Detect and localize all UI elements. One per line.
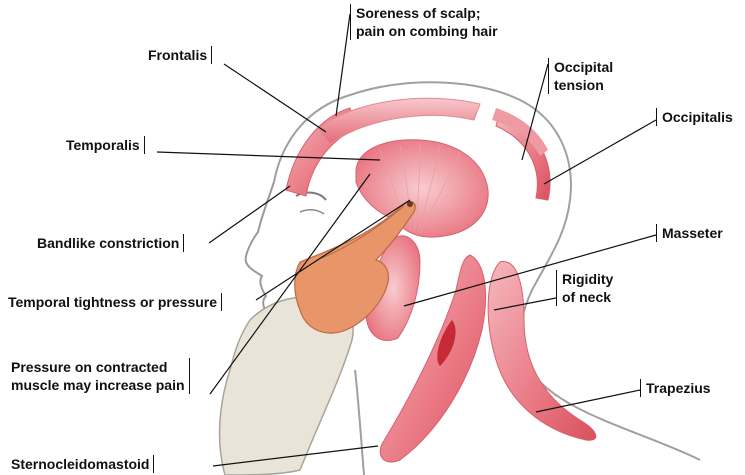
frontalis-text: Frontalis (148, 46, 207, 64)
rigidity-line-2: of neck (562, 288, 613, 306)
frontalis-label: Frontalis (148, 46, 212, 64)
eye (300, 210, 324, 214)
trapezius-text: Trapezius (646, 379, 711, 397)
rigidity-of-neck-label: Rigidity of neck (556, 270, 613, 306)
temporalis-label: Temporalis (66, 136, 145, 154)
pressure-line-1: Pressure on contracted (11, 358, 185, 376)
occipital-tension-line-1: Occipital (554, 58, 613, 76)
occipital-tension-label: Occipital tension (548, 58, 613, 94)
temporalis-text: Temporalis (66, 136, 140, 154)
occipitalis-text: Occipitalis (662, 108, 733, 126)
pressure-line-2: muscle may increase pain (11, 376, 185, 394)
neck-front (355, 370, 364, 475)
bandlike-text: Bandlike constriction (37, 234, 179, 252)
temporal-tightness-text: Temporal tightness or pressure (8, 293, 217, 311)
scalp-band (318, 98, 480, 144)
occipitalis-label: Occipitalis (656, 108, 733, 126)
sternocleidomastoid-label: Sternocleidomastoid (11, 455, 154, 473)
bandlike-constriction-label: Bandlike constriction (37, 234, 184, 252)
soreness-of-scalp-label: Soreness of scalp; pain on combing hair (350, 4, 498, 40)
occipital-band (492, 108, 548, 156)
masseter-text: Masseter (662, 224, 723, 242)
soreness-line-2: pain on combing hair (356, 22, 498, 40)
masseter-label: Masseter (656, 224, 723, 242)
sternocleidomastoid-text: Sternocleidomastoid (11, 455, 149, 473)
soreness-line-1: Soreness of scalp; (356, 4, 498, 22)
temporal-tightness-label: Temporal tightness or pressure (8, 293, 222, 311)
trapezius-label: Trapezius (640, 379, 711, 397)
occipital-tension-line-2: tension (554, 76, 613, 94)
pressure-label: Pressure on contracted muscle may increa… (11, 358, 190, 394)
rigidity-line-1: Rigidity (562, 270, 613, 288)
